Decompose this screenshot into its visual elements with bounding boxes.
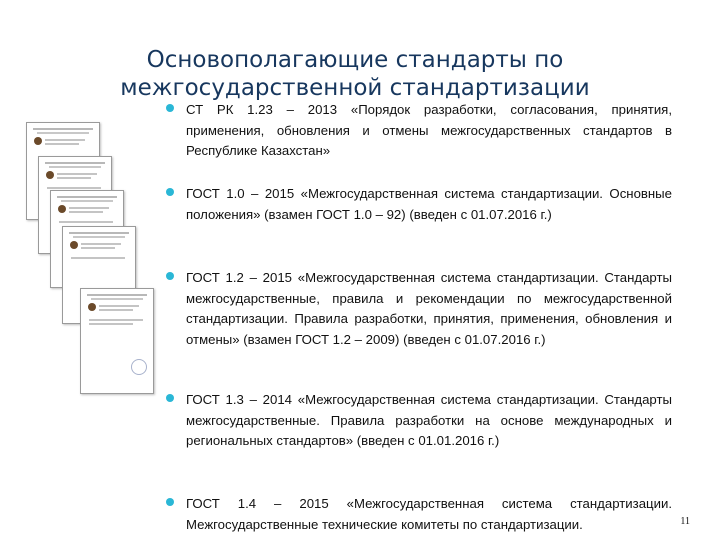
slide-title: Основополагающие стандарты по межгосудар…	[120, 46, 590, 102]
list-item-text: ГОСТ 1.3 – 2014 «Межгосударственная сист…	[186, 392, 672, 448]
emblem-icon	[34, 137, 42, 145]
bullet-icon	[166, 188, 174, 196]
emblem-icon	[58, 205, 66, 213]
list-item-text: СТ РК 1.23 – 2013 «Порядок разработки, с…	[186, 102, 672, 158]
list-item-text: ГОСТ 1.0 – 2015 «Межгосударственная сист…	[186, 186, 672, 222]
emblem-icon	[88, 303, 96, 311]
document-thumbnails	[0, 0, 170, 540]
list-item-text: ГОСТ 1.4 – 2015 «Межгосударственная сист…	[186, 496, 672, 532]
emblem-icon	[70, 241, 78, 249]
emblem-icon	[46, 171, 54, 179]
bullet-icon	[166, 272, 174, 280]
document-page-thumbnail	[80, 288, 154, 394]
title-line-2: межгосударственной стандартизации	[120, 75, 590, 101]
list-item-text: ГОСТ 1.2 – 2015 «Межгосударственная сист…	[186, 270, 672, 347]
page-number: 11	[680, 516, 690, 527]
stamp-icon	[131, 359, 147, 375]
bullet-icon	[166, 104, 174, 112]
bullet-icon	[166, 394, 174, 402]
title-line-1: Основополагающие стандарты по	[146, 47, 564, 73]
bullet-icon	[166, 498, 174, 506]
